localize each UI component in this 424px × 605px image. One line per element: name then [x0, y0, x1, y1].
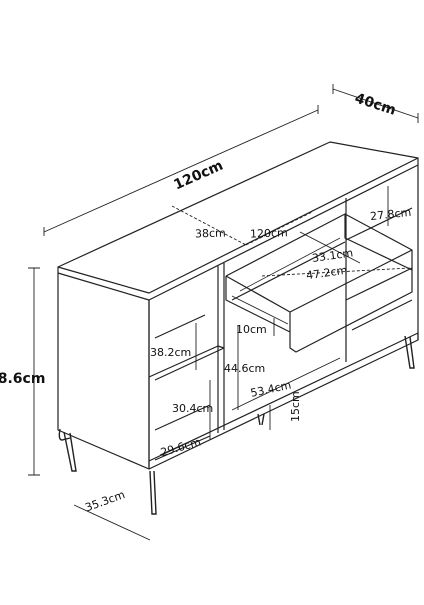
left-shelf	[148, 345, 225, 381]
drawer-depth-label: 33.1cm	[311, 246, 354, 265]
left-section-width-label: 38cm	[195, 226, 226, 240]
left-lower-width-label: 29.6cm	[159, 435, 202, 459]
depth-total-label: 40cm	[353, 90, 398, 118]
center-opening-height-label: 44.6cm	[224, 362, 265, 375]
side-depth-label: 35.3cm	[83, 488, 126, 514]
leg-front-center	[149, 470, 157, 515]
leg-front-left	[63, 431, 77, 472]
right-shelf	[345, 207, 413, 241]
left-upper-shelf-label: 38.2cm	[150, 346, 191, 359]
top-slab-edge	[57, 158, 419, 301]
legs	[58, 335, 415, 515]
dimension-lines	[28, 84, 419, 541]
height-total-label: 78.6cm	[0, 371, 45, 387]
leg-height-label: 15cm	[289, 391, 302, 422]
drawer-height-label: 10cm	[236, 323, 267, 336]
leg-back-right	[404, 335, 415, 369]
drawer-front	[289, 249, 413, 353]
drawer-width-label: 47.2cm	[305, 264, 348, 283]
center-opening-width-label: 53.4cm	[249, 379, 292, 400]
inner-width-label: 120cm	[250, 226, 288, 240]
left-lower-shelf-label: 30.4cm	[172, 402, 213, 415]
upper-right-shelf-label: 27.8cm	[369, 206, 411, 223]
